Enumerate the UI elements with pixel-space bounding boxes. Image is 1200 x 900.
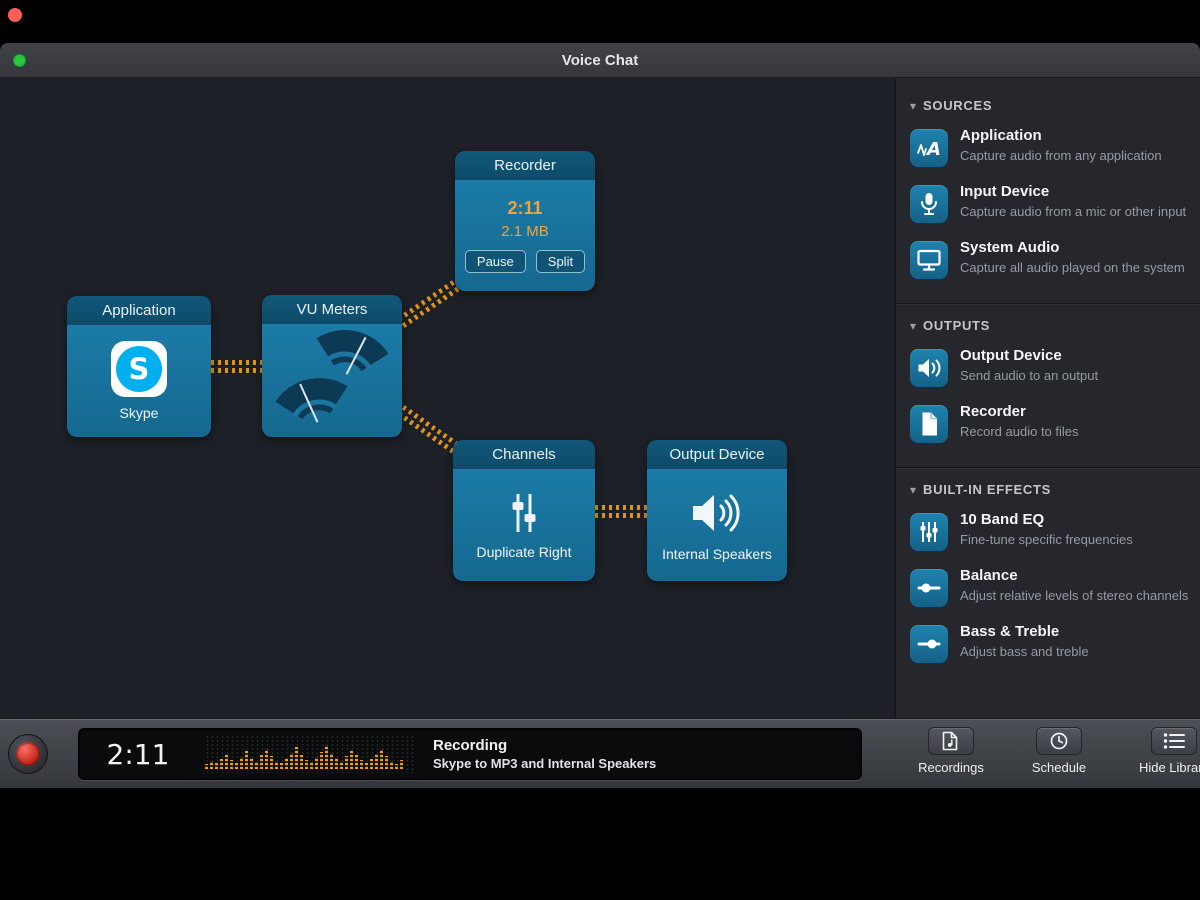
close-button[interactable]	[8, 8, 22, 22]
sidebar-item-bass-treble[interactable]: Bass & Treble Adjust bass and treble	[896, 615, 1200, 671]
section-outputs: OUTPUTS Output Device Send aud	[896, 303, 1200, 459]
connector-channels-output	[595, 505, 647, 518]
chevron-down-icon	[910, 320, 916, 332]
hide-library-button[interactable]: Hide Library	[1119, 727, 1200, 775]
schedule-clock-icon	[1036, 727, 1082, 755]
status-display: 2:11 Recording Skype to MP3 and Internal…	[78, 728, 862, 780]
file-icon	[910, 405, 948, 443]
item-title: Output Device	[960, 347, 1200, 366]
app-window: Voice Chat Application S Skype	[0, 43, 1200, 788]
chevron-down-icon	[910, 100, 916, 112]
item-desc: Adjust bass and treble	[960, 643, 1200, 660]
display-icon	[910, 241, 948, 279]
schedule-button[interactable]: Schedule	[1015, 727, 1103, 775]
section-title: OUTPUTS	[923, 318, 990, 333]
skype-letter: S	[129, 352, 150, 386]
item-title: Input Device	[960, 183, 1200, 202]
library-list-icon	[1151, 727, 1197, 755]
section-title: SOURCES	[923, 98, 992, 113]
bass-treble-slider-icon	[910, 625, 948, 663]
node-channels-label: Duplicate Right	[477, 544, 572, 560]
recordings-label: Recordings	[918, 760, 984, 775]
section-sources-header[interactable]: SOURCES	[896, 98, 1200, 119]
sidebar-item-system-audio[interactable]: System Audio Capture all audio played on…	[896, 231, 1200, 287]
item-desc: Adjust relative levels of stereo channel…	[960, 587, 1200, 604]
node-application[interactable]: Application S Skype	[67, 296, 211, 437]
toolbar-buttons: Recordings Schedule	[903, 727, 1200, 775]
sidebar-item-application[interactable]: A Application Capture audio from any app…	[896, 119, 1200, 175]
section-outputs-header[interactable]: OUTPUTS	[896, 318, 1200, 339]
section-sources: SOURCES A Application Capture audio from…	[896, 78, 1200, 295]
balance-slider-icon	[910, 569, 948, 607]
sidebar-item-10-band-eq[interactable]: 10 Band EQ Fine-tune specific frequencie…	[896, 503, 1200, 559]
item-title: System Audio	[960, 239, 1200, 258]
item-title: Balance	[960, 567, 1200, 586]
pause-button[interactable]: Pause	[465, 250, 526, 273]
node-output-title: Output Device	[647, 440, 787, 469]
zoom-button[interactable]	[13, 54, 26, 67]
sidebar-item-input-device[interactable]: Input Device Capture audio from a mic or…	[896, 175, 1200, 231]
equalizer-icon	[910, 513, 948, 551]
recordings-button[interactable]: Recordings	[903, 727, 999, 775]
pipeline-canvas: Application S Skype VU Meters	[0, 78, 895, 718]
record-button[interactable]	[8, 734, 48, 774]
section-title: BUILT-IN EFFECTS	[923, 482, 1051, 497]
sidebar-item-balance[interactable]: Balance Adjust relative levels of stereo…	[896, 559, 1200, 615]
item-title: Bass & Treble	[960, 623, 1200, 642]
vu-meter-bars	[205, 735, 417, 773]
channel-sliders-icon	[504, 490, 544, 536]
sidebar: SOURCES A Application Capture audio from…	[895, 78, 1200, 718]
item-title: Application	[960, 127, 1200, 146]
status-detail: Skype to MP3 and Internal Speakers	[433, 756, 656, 771]
node-output-label: Internal Speakers	[662, 546, 772, 562]
application-icon: A	[910, 129, 948, 167]
item-title: Recorder	[960, 403, 1200, 422]
connector-application-vumeters	[211, 360, 262, 373]
svg-text:A: A	[925, 139, 941, 160]
bottom-toolbar: 2:11 Recording Skype to MP3 and Internal…	[0, 718, 1200, 788]
item-desc: Fine-tune specific frequencies	[960, 531, 1200, 548]
window-title: Voice Chat	[562, 52, 638, 69]
hide-library-label: Hide Library	[1139, 760, 1200, 775]
node-channels[interactable]: Channels Duplicate Right	[453, 440, 595, 581]
session-timer: 2:11	[79, 738, 197, 771]
node-application-title: Application	[67, 296, 211, 325]
item-desc: Send audio to an output	[960, 367, 1200, 384]
titlebar: Voice Chat	[0, 43, 1200, 78]
skype-icon: S	[111, 341, 167, 397]
node-output-device[interactable]: Output Device Internal Speakers	[647, 440, 787, 581]
vu-gauges-icon	[262, 325, 402, 436]
recorder-elapsed-time: 2:11	[507, 198, 542, 219]
recorder-file-size: 2.1 MB	[501, 223, 549, 240]
node-channels-title: Channels	[453, 440, 595, 469]
chevron-down-icon	[910, 484, 916, 496]
item-desc: Record audio to files	[960, 423, 1200, 440]
microphone-icon	[910, 185, 948, 223]
node-recorder-title: Recorder	[455, 151, 595, 180]
section-effects-header[interactable]: BUILT-IN EFFECTS	[896, 482, 1200, 503]
node-vu-meters[interactable]: VU Meters	[262, 295, 402, 437]
item-desc: Capture audio from a mic or other input	[960, 203, 1200, 220]
item-desc: Capture all audio played on the system	[960, 259, 1200, 276]
node-recorder[interactable]: Recorder 2:11 2.1 MB Pause Split	[455, 151, 595, 291]
recordings-icon	[928, 727, 974, 755]
section-built-in-effects: BUILT-IN EFFECTS	[896, 467, 1200, 679]
sidebar-item-output-device[interactable]: Output Device Send audio to an output	[896, 339, 1200, 395]
connector-vumeters-channels	[397, 405, 460, 454]
item-title: 10 Band EQ	[960, 511, 1200, 530]
sidebar-item-recorder[interactable]: Recorder Record audio to files	[896, 395, 1200, 451]
main-content: Application S Skype VU Meters	[0, 78, 1200, 718]
item-desc: Capture audio from any application	[960, 147, 1200, 164]
node-application-label: Skype	[120, 405, 159, 421]
split-button[interactable]: Split	[536, 250, 585, 273]
status-title: Recording	[433, 737, 656, 754]
speaker-icon	[910, 349, 948, 387]
node-vu-meters-title: VU Meters	[262, 295, 402, 324]
connector-vumeters-recorder	[397, 280, 459, 328]
speaker-icon	[685, 488, 749, 538]
schedule-label: Schedule	[1032, 760, 1086, 775]
